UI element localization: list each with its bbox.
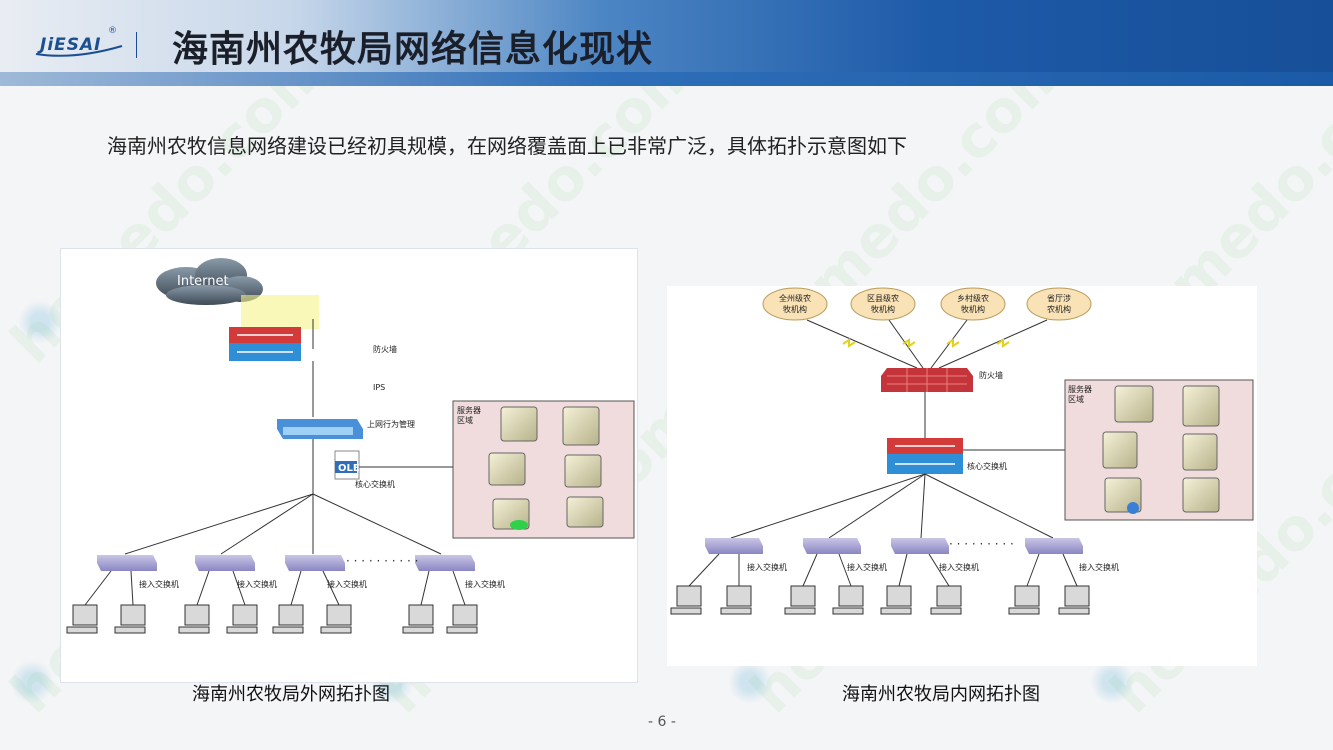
access-switch-icons bbox=[97, 555, 475, 571]
external-network-svg: Internet 防火墙 IPS 上网行为管理 OLE 核心交换机 服务 bbox=[66, 258, 635, 634]
svg-text:· · · · · · · · ·: · · · · · · · · · bbox=[949, 537, 1014, 551]
access-switch-label-4: 接入交换机 bbox=[1079, 562, 1119, 572]
firewall-label: 防火墙 bbox=[373, 344, 397, 354]
logo-text: JiESAI bbox=[40, 35, 102, 55]
cloud-1-label-line2: 牧机构 bbox=[783, 304, 807, 314]
internal-network-svg: 全州级农 牧机构 区县级农 牧机构 乡村级农 牧机构 省厅涉 农机构 防火墙 bbox=[670, 287, 1254, 615]
access-switch-label-1: 接入交换机 bbox=[139, 579, 179, 589]
branch-cloud-icons bbox=[762, 287, 1092, 321]
access-switch-icons bbox=[705, 538, 1083, 554]
header-strip bbox=[0, 72, 1333, 86]
core-switch-label: 核心交换机 bbox=[355, 479, 395, 489]
behavior-management-label: 上网行为管理 bbox=[367, 419, 415, 429]
server-area-label-line1: 服务器 bbox=[1068, 384, 1092, 394]
page-number: - 6 - bbox=[648, 714, 676, 730]
ole-object-icon bbox=[334, 450, 360, 480]
edge-router-icon bbox=[229, 327, 301, 361]
ips-label: IPS bbox=[373, 383, 385, 392]
access-switch-label-2: 接入交换机 bbox=[237, 579, 277, 589]
internal-diagram-caption: 海南州农牧局内网拓扑图 bbox=[842, 684, 1040, 705]
cloud-3-label-line1: 乡村级农 bbox=[957, 293, 989, 303]
external-diagram-caption: 海南州农牧局外网拓扑图 bbox=[192, 684, 390, 705]
access-switch-label-3: 接入交换机 bbox=[327, 579, 367, 589]
firewall-label: 防火墙 bbox=[979, 370, 1003, 380]
server-area-label-line1: 服务器 bbox=[457, 405, 481, 415]
pc-icons bbox=[670, 585, 1090, 615]
internet-label: Internet bbox=[177, 274, 229, 289]
cloud-4-label-line1: 省厅涉 bbox=[1047, 293, 1071, 303]
server-area-box bbox=[452, 400, 635, 539]
pc-icons bbox=[66, 604, 478, 634]
wan-links bbox=[806, 319, 1048, 369]
distribution-links bbox=[124, 493, 442, 555]
svg-text:· · · · · · · · · ·: · · · · · · · · · · bbox=[346, 554, 418, 568]
server-area-box bbox=[1064, 379, 1254, 521]
logo-registered-mark: ® bbox=[108, 26, 117, 36]
cloud-3-label-line2: 牧机构 bbox=[961, 304, 985, 314]
access-switch-label-1: 接入交换机 bbox=[747, 562, 787, 572]
logo-separator bbox=[136, 32, 137, 58]
core-switch-icon bbox=[887, 438, 963, 474]
access-switch-label-2: 接入交换机 bbox=[847, 562, 887, 572]
page-title: 海南州农牧局网络信息化现状 bbox=[172, 29, 654, 70]
access-switch-label-4: 接入交换机 bbox=[465, 579, 505, 589]
ole-label: OLE bbox=[338, 463, 360, 474]
intro-text: 海南州农牧信息网络建设已经初具规模，在网络覆盖面上已非常广泛，具体拓扑示意图如下 bbox=[107, 134, 907, 158]
cloud-4-label-line2: 农机构 bbox=[1047, 304, 1071, 314]
internet-cloud-icon bbox=[156, 258, 263, 305]
server-area-label-line2: 区域 bbox=[457, 415, 473, 425]
cloud-2-label-line1: 区县级农 bbox=[867, 293, 899, 303]
core-switch-label: 核心交换机 bbox=[967, 461, 1007, 471]
logo-icon bbox=[35, 45, 123, 57]
behavior-management-device-icon bbox=[277, 419, 363, 439]
distribution-links bbox=[730, 473, 1054, 539]
server-icons bbox=[1102, 385, 1220, 514]
cloud-2-label-line2: 牧机构 bbox=[871, 304, 895, 314]
internal-network-diagram: 全州级农 牧机构 区县级农 牧机构 乡村级农 牧机构 省厅涉 农机构 防火墙 bbox=[667, 286, 1257, 666]
firewall-icon bbox=[881, 368, 973, 392]
cloud-1-label-line1: 全州级农 bbox=[779, 293, 811, 303]
header-bar: JiESAI ® 海南州农牧局网络信息化现状 bbox=[0, 0, 1333, 86]
access-switch-label-3: 接入交换机 bbox=[939, 562, 979, 572]
server-icons bbox=[488, 406, 604, 530]
server-area-label-line2: 区域 bbox=[1068, 394, 1084, 404]
external-network-diagram: Internet 防火墙 IPS 上网行为管理 OLE 核心交换机 服务 bbox=[60, 248, 638, 683]
